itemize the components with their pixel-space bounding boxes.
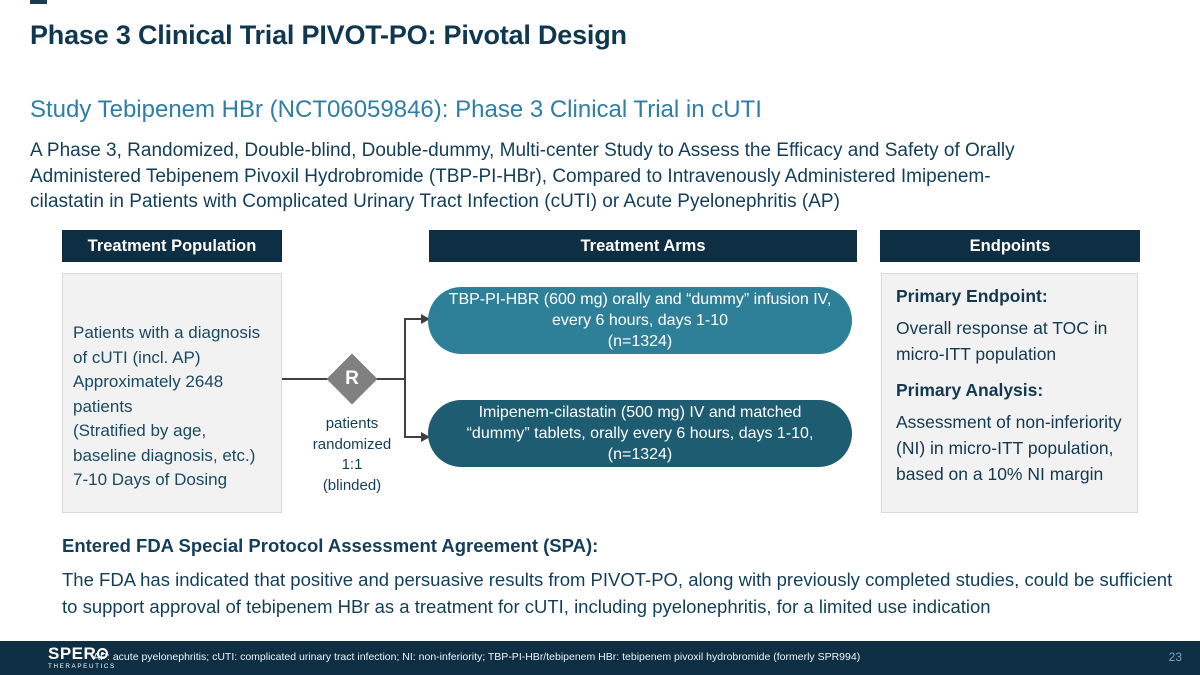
spero-logo-text: SPER [48,644,97,663]
endpoints-box: Primary Endpoint: Overall response at TO… [881,273,1138,513]
randomization-caption-line: 1:1 [341,456,363,473]
arm2-line: Imipenem-cilastatin (500 mg) IV and matc… [478,404,802,421]
arm2-line: (n=1324) [607,446,673,463]
treatment-population-box: Patients with a diagnosis of cUTI (incl.… [62,273,282,513]
population-line: Patients with a diagnosis [73,323,261,342]
connector-branch-top [404,318,421,320]
randomization-caption-line: (blinded) [322,476,382,494]
page-number: 23 [1168,650,1182,664]
primary-analysis-line: (NI) in micro-ITT population, [896,438,1114,458]
abbreviations-footnote: AP: acute pyelonephritis; cUTI: complica… [93,651,861,663]
randomization-caption-line: patients [325,415,379,432]
primary-analysis-line: Assessment of non-inferiority [896,412,1122,432]
arrowhead-top-icon [421,314,430,324]
treatment-population-header: Treatment Population [62,230,282,262]
study-description-line: cilastatin in Patients with Complicated … [30,191,840,212]
study-description-line: Administered Tebipenem Pivoxil Hydrobrom… [30,165,991,187]
primary-endpoint-line: Overall response at TOC in [896,318,1108,338]
spero-logo-subtext: THERAPEUTICS [48,663,116,670]
arrowhead-bottom-icon [421,432,430,442]
footer-bar [0,641,1200,675]
arm1-line: (n=1324) [607,333,673,350]
spero-logo-wordmark: SPER [48,645,116,662]
corner-mark [30,0,47,4]
population-line: patients [73,396,133,416]
arm1-line: TBP-PI-HBR (600 mg) orally and “dummy” i… [448,291,832,308]
spa-body: The FDA has indicated that positive and … [62,569,1173,617]
arm2-line: “dummy” tablets, orally every 6 hours, d… [466,425,814,442]
primary-analysis-label: Primary Analysis: [896,380,1044,400]
randomization-symbol: R [345,368,359,389]
endpoints-header: Endpoints [880,230,1140,262]
population-line: baseline diagnosis, etc.) [73,445,256,465]
study-description: A Phase 3, Randomized, Double-blind, Dou… [30,138,1015,215]
treatment-arms-header: Treatment Arms [429,230,857,262]
slide-title: Phase 3 Clinical Trial PIVOT-PO: Pivotal… [30,20,627,50]
population-line: 7-10 Days of Dosing [73,470,228,489]
primary-analysis-text: Assessment of non-inferiority (NI) in mi… [896,409,1137,487]
treatment-arm-imipenem-pill: Imipenem-cilastatin (500 mg) IV and matc… [428,400,852,467]
treatment-arm-tbp-pill: TBP-PI-HBR (600 mg) orally and “dummy” i… [428,287,852,354]
arm1-line: every 6 hours, days 1-10 [551,312,729,329]
connector-branch-bottom [404,436,421,438]
randomization-caption: patients randomized 1:1 (blinded) [297,414,407,496]
primary-analysis-line: based on a 10% NI margin [896,464,1104,484]
spa-heading: Entered FDA Special Protocol Assessment … [62,535,599,556]
primary-endpoint-line: micro-ITT population [896,344,1057,364]
population-line: (Stratified by age, [73,421,207,440]
study-description-line: A Phase 3, Randomized, Double-blind, Dou… [30,140,1015,161]
primary-endpoint-text: Overall response at TOC in micro-ITT pop… [896,315,1137,367]
connector-line-vertical [404,319,406,438]
study-subtitle: Study Tebipenem HBr (NCT06059846): Phase… [30,96,762,123]
spero-logo-o-icon [97,648,109,659]
primary-endpoint-label: Primary Endpoint: [896,286,1048,306]
spero-logo: SPER THERAPEUTICS [48,645,116,670]
population-line: Approximately 2648 [73,372,224,391]
randomization-caption-line: randomized [312,435,392,453]
population-line: of cUTI (incl. AP) [73,347,201,367]
